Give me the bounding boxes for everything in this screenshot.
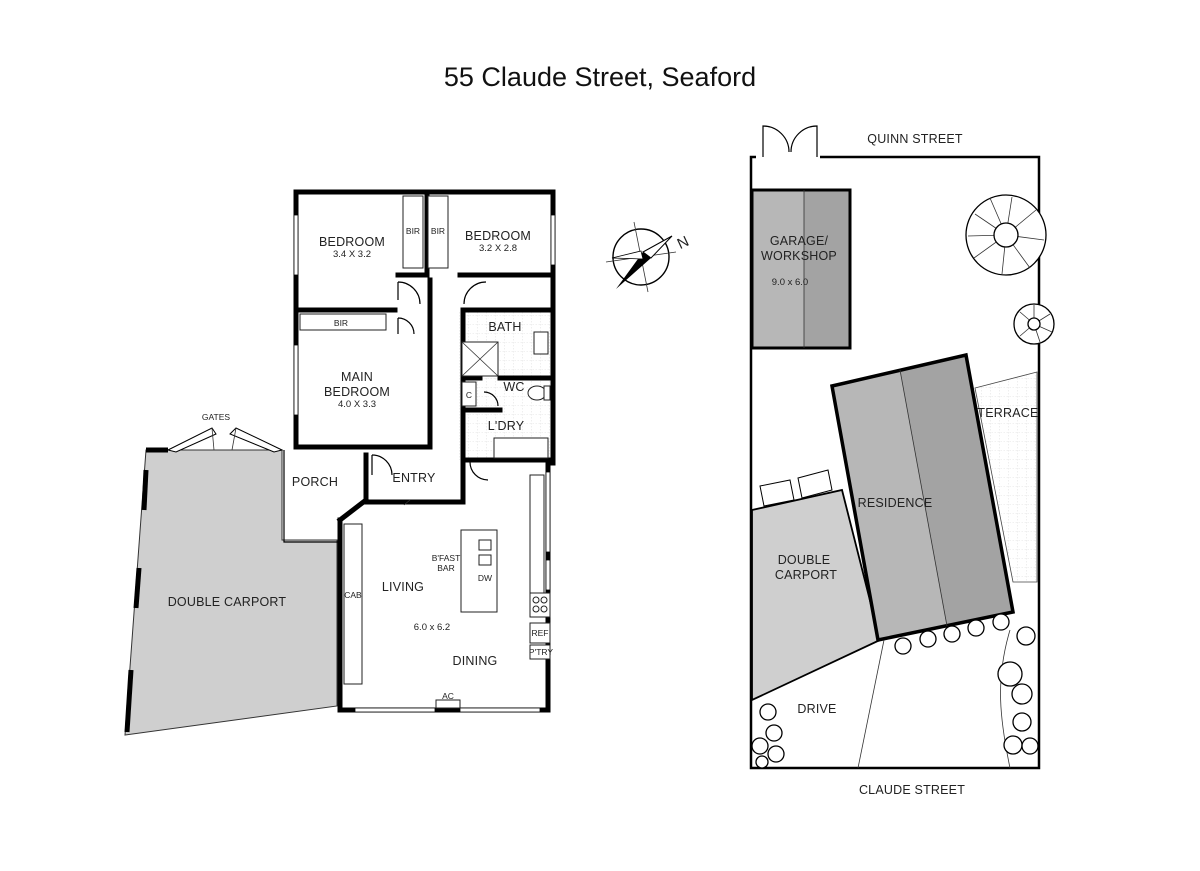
garage-roof-right <box>804 190 850 348</box>
site-plan: GARAGE/ WORKSHOP 9.0 x 6.0 TERRACE DOUBL… <box>749 125 1055 797</box>
residence-outline <box>829 352 1016 643</box>
fridge-label: REF <box>532 628 549 638</box>
quinn-street-label: QUINN STREET <box>867 132 963 146</box>
site-gate <box>756 125 820 160</box>
residence-roof-right <box>900 355 1013 626</box>
cupboard-label: C <box>466 390 472 400</box>
porch-outline <box>283 450 338 543</box>
residence-label: RESIDENCE <box>858 496 933 510</box>
garage-label-2: WORKSHOP <box>761 249 837 263</box>
wc-label: WC <box>503 380 524 394</box>
kitchen-fixtures <box>343 474 551 709</box>
main-bedroom-name-1: MAIN <box>341 370 373 384</box>
bath-label: BATH <box>488 320 521 334</box>
bath-fixtures <box>461 331 551 459</box>
dining-label: DINING <box>453 654 498 668</box>
shrub-icons <box>751 613 1039 769</box>
bir-label-1: BIR <box>406 226 420 236</box>
cabinet-label: CAB <box>344 590 362 600</box>
compass-north-label: N <box>675 233 692 253</box>
garage-size: 9.0 x 6.0 <box>772 277 808 288</box>
living-size: 6.0 x 6.2 <box>414 622 450 633</box>
page-title: 55 Claude Street, Seaford <box>444 62 756 92</box>
drive-label: DRIVE <box>797 702 836 716</box>
porch-label: PORCH <box>292 475 338 489</box>
site-boundary <box>749 155 1041 770</box>
compass-icon: N <box>605 221 692 293</box>
terrace-label: TERRACE <box>977 406 1038 420</box>
gates <box>166 427 284 453</box>
bfast-bar-label-2: BAR <box>437 563 454 573</box>
laundry-label: L'DRY <box>488 419 525 433</box>
bedroom-2-name: BEDROOM <box>319 235 385 249</box>
double-carport-label: DOUBLE CARPORT <box>168 595 287 609</box>
dishwasher-label: DW <box>478 573 492 583</box>
air-con-label: AC <box>442 691 454 701</box>
carport-posts <box>124 447 168 733</box>
bedroom-2-size: 3.4 X 3.2 <box>333 249 371 260</box>
garage-outline <box>750 188 852 350</box>
bedroom-3-size: 3.2 X 2.8 <box>479 243 517 254</box>
carport-slab <box>124 449 338 736</box>
garage-roof-left <box>752 190 804 348</box>
main-bedroom-size: 4.0 X 3.3 <box>338 399 376 410</box>
exterior-walls <box>293 189 556 713</box>
entry-label: ENTRY <box>392 471 436 485</box>
main-bedroom-name-2: BEDROOM <box>324 385 390 399</box>
drive-edge <box>857 639 885 769</box>
bir-label-2: BIR <box>431 226 445 236</box>
windows <box>293 214 556 713</box>
tree-icon <box>965 194 1055 345</box>
built-in-robes <box>299 195 449 331</box>
gates-label: GATES <box>202 412 231 422</box>
pantry-label: P'TRY <box>529 647 553 657</box>
terrace-paving <box>974 371 1038 583</box>
site-carport-label-2: CARPORT <box>775 568 837 582</box>
bedroom-3-name: BEDROOM <box>465 229 531 243</box>
bir-label-3: BIR <box>334 318 348 328</box>
site-carport-label-1: DOUBLE <box>778 553 831 567</box>
site-carport-gates <box>759 469 833 507</box>
bfast-bar-label-1: B'FAST <box>432 553 461 563</box>
claude-street-label: CLAUDE STREET <box>859 783 965 797</box>
residence-roof-left <box>832 370 947 640</box>
living-label: LIVING <box>382 580 424 594</box>
floor-plan: GATES <box>124 189 556 736</box>
door-swings <box>371 281 499 481</box>
garage-label-1: GARAGE/ <box>770 234 829 248</box>
